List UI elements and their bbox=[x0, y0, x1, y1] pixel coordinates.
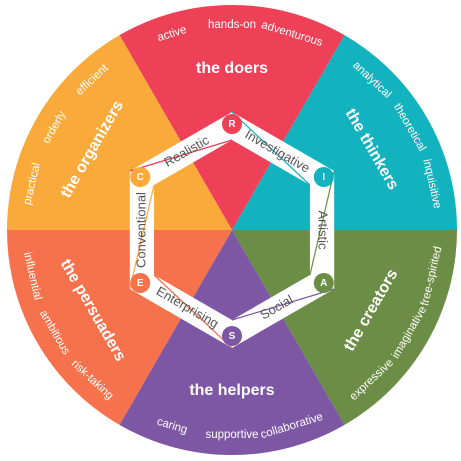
divider-artistic bbox=[309, 170, 335, 276]
badge-circle bbox=[130, 273, 151, 293]
trait-doers-1: hands-on bbox=[208, 19, 256, 31]
sector-persuaders-shape bbox=[7, 230, 232, 425]
divider-social bbox=[231, 288, 335, 321]
badge-letter: S bbox=[229, 331, 236, 342]
sector-organizers-shape bbox=[7, 35, 232, 230]
badge-circle bbox=[222, 114, 242, 134]
divider-enterprising bbox=[153, 274, 233, 349]
type-artistic: Artistic bbox=[309, 170, 335, 276]
divider-realistic bbox=[129, 139, 233, 172]
badge-e: E bbox=[130, 273, 151, 293]
badge-circle bbox=[130, 167, 151, 187]
badge-letter: C bbox=[137, 172, 144, 183]
type-conventional: Conventional bbox=[129, 184, 155, 290]
badge-letter: I bbox=[322, 172, 325, 183]
badge-circle bbox=[313, 167, 334, 187]
sector-title-helpers: the helpers bbox=[189, 382, 274, 399]
badge-i: I bbox=[313, 167, 334, 187]
sector-creators-shape bbox=[232, 230, 457, 425]
type-label-conventional: Conventional bbox=[133, 192, 148, 268]
badge-c: C bbox=[130, 167, 151, 187]
badge-r: R bbox=[222, 114, 242, 134]
badge-letter: E bbox=[137, 278, 144, 289]
sector-title-doers: the doers bbox=[196, 60, 268, 77]
badge-circle bbox=[222, 326, 242, 346]
sector-persuaders: the persuadersinfluentialambitiousrisk-t… bbox=[7, 230, 232, 425]
badge-letter: R bbox=[228, 119, 236, 130]
type-label-artistic: Artistic bbox=[316, 211, 331, 251]
trait-helpers-1: supportive bbox=[205, 429, 258, 441]
sector-creators: the creatorsexpressiveimaginativefree-sp… bbox=[232, 230, 457, 425]
badge-s: S bbox=[222, 326, 242, 346]
divider-conventional bbox=[129, 184, 155, 290]
badge-letter: A bbox=[320, 278, 327, 289]
divider-investigative bbox=[231, 111, 311, 186]
sector-thinkers: the thinkersanalyticaltheoreticalinquisi… bbox=[232, 35, 457, 230]
sector-thinkers-shape bbox=[232, 35, 457, 230]
badge-a: A bbox=[313, 273, 334, 293]
badge-circle bbox=[313, 273, 334, 293]
